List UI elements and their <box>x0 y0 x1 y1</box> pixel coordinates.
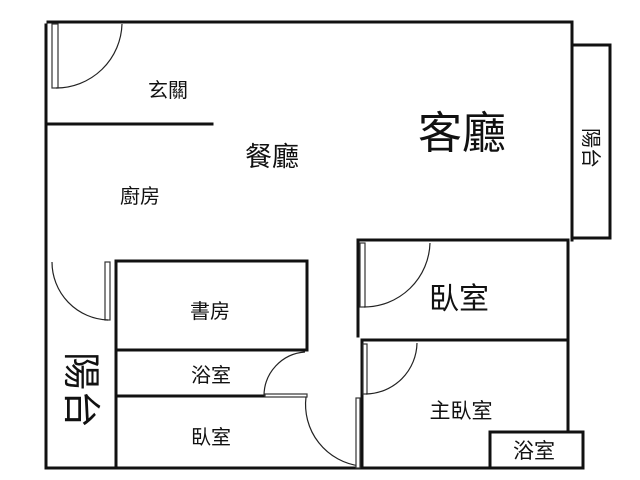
bedroom-right-door-swing <box>363 242 431 308</box>
balcony-right-outline <box>570 43 612 240</box>
label-dining-room: 餐廳 <box>245 142 299 173</box>
label-bedroom-right: 臥室 <box>429 282 489 317</box>
entrance-door[interactable] <box>51 23 59 89</box>
entrance-door-swing <box>55 23 123 89</box>
label-bedroom-left: 臥室 <box>191 425 231 449</box>
bedroom-left-door-swing <box>304 396 361 467</box>
bedroom-left-door[interactable] <box>264 393 308 398</box>
label-balcony-right: 陽台 <box>579 128 603 168</box>
label-living-room: 客廳 <box>418 108 506 159</box>
sliding-panel <box>355 397 361 469</box>
bedroom-right-door[interactable] <box>359 242 366 308</box>
master-bedroom-door[interactable] <box>362 343 368 395</box>
master-bedroom-door-swing <box>365 342 418 395</box>
master-bathroom-outline <box>488 430 585 470</box>
label-balcony-left: 陽台 <box>59 352 103 428</box>
label-bathroom-left: 浴室 <box>191 363 231 387</box>
label-study: 書房 <box>190 299 230 323</box>
label-master-bathroom: 浴室 <box>513 439 555 463</box>
bathroom-left-door-swing <box>263 351 306 397</box>
label-entrance: 玄關 <box>148 78 188 102</box>
label-kitchen: 廚房 <box>120 184 160 208</box>
label-master-bedroom: 主臥室 <box>430 399 493 423</box>
balcony-left-door-swing <box>51 261 109 321</box>
balcony-left-door[interactable] <box>104 261 111 321</box>
